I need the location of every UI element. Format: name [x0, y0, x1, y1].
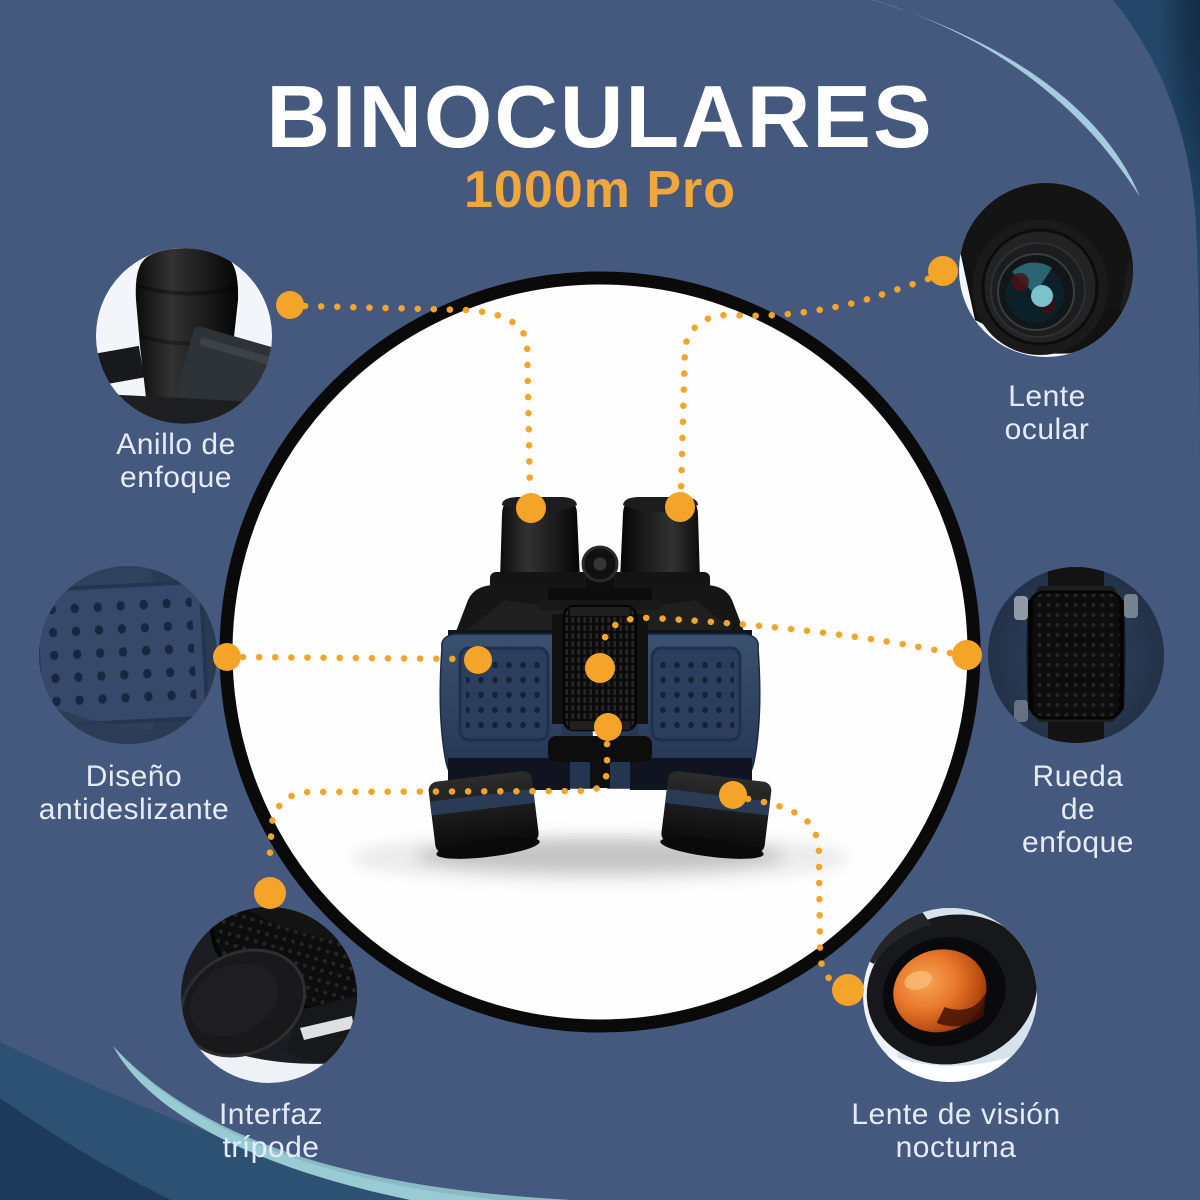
connector-eyepiece-lens: [677, 275, 932, 496]
callout-image-anti-slip: [39, 566, 217, 744]
label-night-vision: Lente de visión nocturna: [851, 1098, 1061, 1164]
binoculars-illustration: [350, 495, 850, 884]
page-title: BINOCULARES: [266, 67, 934, 166]
label-focus-wheel: Rueda de enfoque: [1022, 760, 1134, 859]
label-tripod-interface: Interfaz trípode: [218, 1098, 324, 1164]
connector-night-vision: [744, 795, 837, 986]
callout-image-eyepiece-lens: [959, 183, 1133, 357]
callout-image-night-vision-lens: [863, 908, 1037, 1082]
product-circle: [219, 271, 981, 1033]
callout-anchor-dots: [213, 256, 982, 1006]
label-anti-slip-design: Diseño antideslizante: [38, 760, 230, 826]
bottom-left-corner-decoration: [0, 1042, 573, 1200]
connector-tripod: [265, 740, 611, 872]
page-subtitle: 1000m Pro: [463, 161, 737, 219]
callout-connectors: [239, 275, 954, 986]
connector-focus-ring: [301, 302, 534, 494]
connector-anti-slip: [239, 653, 466, 663]
connector-focus-wheel: [597, 614, 954, 657]
callout-image-focus-wheel: [988, 567, 1164, 743]
callout-image-focus-ring: [96, 248, 272, 424]
label-eyepiece-lens: Lente ocular: [1004, 380, 1090, 446]
label-focus-ring: Anillo de enfoque: [116, 428, 236, 494]
top-right-corner-decoration: [872, 0, 1200, 520]
